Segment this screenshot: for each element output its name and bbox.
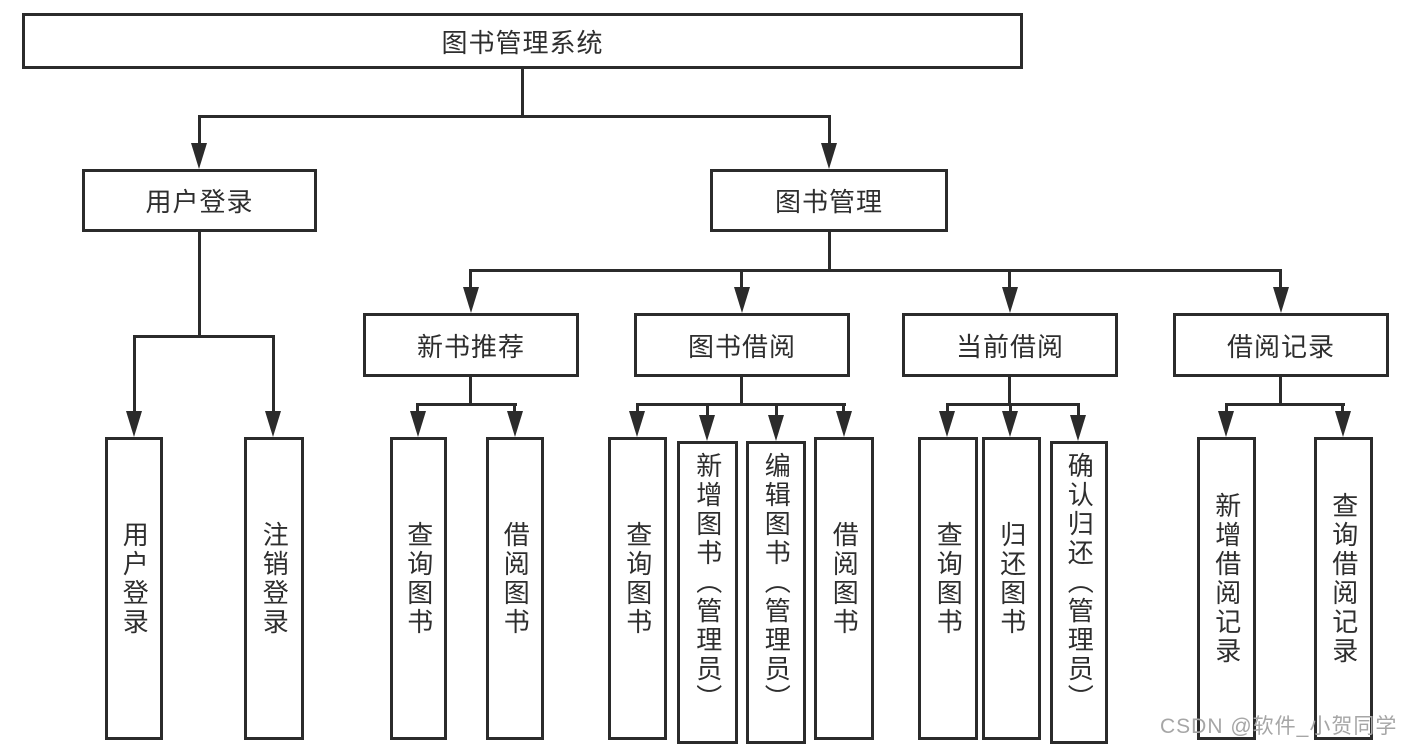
- connector-vline: [1008, 269, 1011, 289]
- leaf-confirm-return-admin: 确认归还（管理员）: [1050, 441, 1108, 744]
- node-label: 图书管理: [774, 187, 883, 217]
- node-book-borrowing: 图书借阅: [634, 313, 850, 377]
- leaf-edit-book-admin: 编辑图书（管理员）: [746, 441, 806, 744]
- node-label: 当前借阅: [955, 331, 1064, 362]
- leaf-query-borrow-record: 查询借阅记录: [1314, 437, 1373, 740]
- node-label: 归还图书: [996, 520, 1027, 637]
- connector-vline: [1341, 403, 1344, 414]
- node-label: 新增借阅记录: [1211, 491, 1242, 666]
- connector-hline: [946, 403, 1080, 406]
- connector-vline: [842, 403, 845, 414]
- connector-vline: [1279, 377, 1282, 406]
- arrowhead-down-icon: [1070, 415, 1086, 441]
- arrowhead-down-icon: [1002, 411, 1018, 437]
- leaf-borrow-books-borrow: 借阅图书: [814, 437, 874, 740]
- connector-vline: [1009, 403, 1012, 414]
- connector-vline: [828, 232, 831, 272]
- node-label: 用户登录: [145, 187, 254, 217]
- arrowhead-down-icon: [1218, 411, 1234, 437]
- arrowhead-down-icon: [126, 411, 142, 437]
- leaf-user-login: 用户登录: [105, 437, 163, 740]
- connector-hline: [469, 269, 1282, 272]
- connector-vline: [272, 335, 275, 414]
- node-label: 查询图书: [933, 520, 964, 637]
- node-new-book-recommendation: 新书推荐: [363, 313, 579, 377]
- connector-hline: [417, 403, 517, 406]
- node-label: 借阅记录: [1226, 331, 1335, 362]
- connector-vline: [706, 403, 709, 418]
- node-label: 借阅图书: [500, 520, 531, 637]
- connector-vline: [775, 403, 778, 418]
- leaf-add-borrow-record: 新增借阅记录: [1197, 437, 1256, 740]
- leaf-add-book-admin: 新增图书（管理员）: [677, 441, 738, 744]
- node-label: 确认归还（管理员）: [1064, 452, 1095, 713]
- connector-vline: [1279, 269, 1282, 289]
- arrowhead-down-icon: [1002, 287, 1018, 313]
- leaf-logout: 注销登录: [244, 437, 304, 740]
- connector-vline: [198, 232, 201, 338]
- node-label: 编辑图书（管理员）: [761, 452, 792, 713]
- arrowhead-down-icon: [507, 411, 523, 437]
- node-library-management-system: 图书管理系统: [22, 13, 1023, 69]
- connector-hline: [133, 335, 275, 338]
- node-label: 图书借阅: [687, 331, 796, 362]
- arrowhead-down-icon: [768, 415, 784, 441]
- leaf-query-books-current: 查询图书: [918, 437, 978, 740]
- connector-vline: [469, 269, 472, 289]
- node-label: 查询图书: [403, 520, 434, 637]
- arrowhead-down-icon: [939, 411, 955, 437]
- connector-vline: [1077, 403, 1080, 418]
- node-label: 新书推荐: [416, 331, 525, 362]
- arrowhead-down-icon: [1335, 411, 1351, 437]
- node-label: 查询图书: [622, 520, 653, 637]
- connector-vline: [740, 269, 743, 289]
- arrowhead-down-icon: [1273, 287, 1289, 313]
- arrowhead-down-icon: [836, 411, 852, 437]
- watermark: CSDN @软件_小贺同学: [1160, 715, 1398, 738]
- node-current-borrowing: 当前借阅: [902, 313, 1118, 377]
- connector-vline: [521, 69, 524, 117]
- node-label: 新增图书（管理员）: [692, 452, 723, 713]
- arrowhead-down-icon: [734, 287, 750, 313]
- arrowhead-down-icon: [410, 411, 426, 437]
- connector-vline: [1225, 403, 1228, 414]
- node-book-management: 图书管理: [710, 169, 948, 232]
- connector-vline: [1008, 377, 1011, 406]
- arrowhead-down-icon: [265, 411, 281, 437]
- node-label: 用户登录: [119, 520, 150, 637]
- connector-vline: [636, 403, 639, 414]
- connector-hline: [1225, 403, 1345, 406]
- leaf-borrow-books-recommend: 借阅图书: [486, 437, 544, 740]
- node-borrowing-records: 借阅记录: [1173, 313, 1389, 377]
- connector-vline: [133, 335, 136, 414]
- connector-hline: [198, 115, 831, 118]
- leaf-query-books-recommend: 查询图书: [390, 437, 447, 740]
- node-label: 注销登录: [259, 520, 290, 637]
- arrowhead-down-icon: [699, 415, 715, 441]
- connector-vline: [416, 403, 419, 414]
- connector-vline: [740, 377, 743, 406]
- node-user-login: 用户登录: [82, 169, 317, 232]
- node-label: 图书管理系统: [441, 27, 604, 58]
- arrowhead-down-icon: [463, 287, 479, 313]
- arrowhead-down-icon: [629, 411, 645, 437]
- connector-vline: [946, 403, 949, 414]
- node-label: 查询借阅记录: [1328, 491, 1359, 666]
- connector-hline: [636, 403, 846, 406]
- arrowhead-down-icon: [191, 143, 207, 169]
- arrowhead-down-icon: [821, 143, 837, 169]
- leaf-query-books-borrow: 查询图书: [608, 437, 667, 740]
- connector-vline: [469, 377, 472, 406]
- leaf-return-books: 归还图书: [982, 437, 1041, 740]
- connector-vline: [513, 403, 516, 414]
- connector-vline: [198, 115, 201, 145]
- connector-vline: [828, 115, 831, 145]
- node-label: 借阅图书: [829, 520, 860, 637]
